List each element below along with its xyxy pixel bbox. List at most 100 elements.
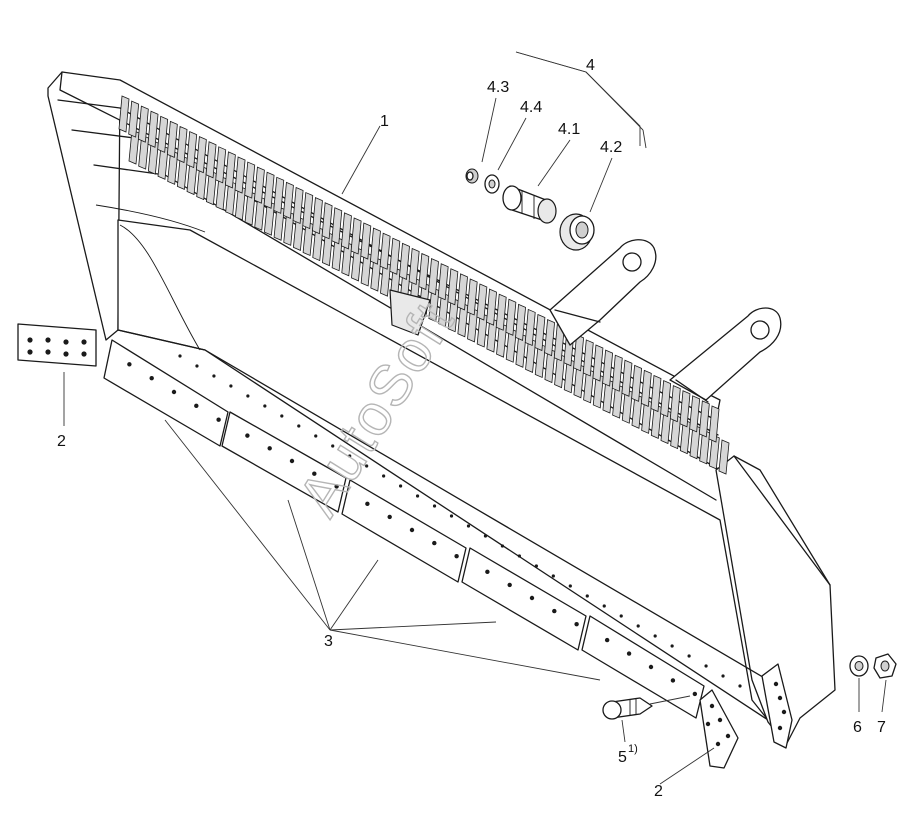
- bolt-hole: [517, 554, 521, 558]
- rib: [322, 231, 333, 267]
- bolt-hole: [382, 474, 386, 478]
- bolt-hole: [63, 351, 69, 357]
- bolt-hole: [127, 362, 132, 367]
- bolt-hole: [485, 569, 490, 575]
- rib: [554, 353, 566, 389]
- bolt-hole: [777, 725, 783, 731]
- rib: [196, 164, 208, 201]
- bolt-hole: [171, 389, 177, 395]
- rib: [524, 308, 536, 347]
- rib: [708, 434, 720, 470]
- bolt-hole: [717, 717, 723, 723]
- rib: [128, 100, 140, 138]
- rib: [234, 185, 246, 221]
- rib: [544, 347, 556, 384]
- pivot-pin: [502, 185, 557, 224]
- rib: [457, 302, 469, 338]
- rib: [331, 236, 343, 272]
- rib: [641, 398, 653, 434]
- end-bit-right-mounted: [761, 663, 793, 749]
- rib: [380, 261, 391, 297]
- bolt-hole: [27, 337, 33, 343]
- bolt-hole: [715, 741, 721, 747]
- rib: [321, 202, 333, 240]
- rib: [689, 395, 701, 433]
- rib: [215, 175, 227, 211]
- bolt-hole: [602, 604, 606, 608]
- rib: [263, 171, 275, 209]
- rib: [669, 385, 681, 423]
- rib: [360, 222, 372, 260]
- rib: [312, 225, 324, 262]
- rib: [679, 390, 691, 428]
- rib: [650, 374, 662, 413]
- rib: [708, 405, 720, 443]
- bolt-hole: [432, 504, 437, 508]
- rib: [350, 217, 362, 255]
- rib: [583, 368, 595, 404]
- rib: [602, 349, 614, 387]
- bolt-hole: [297, 424, 301, 428]
- rib: [292, 186, 304, 225]
- cutting-edge-segment: [461, 547, 587, 651]
- rib: [370, 227, 381, 265]
- bolt-hole: [399, 484, 403, 488]
- bolt-hole: [246, 394, 250, 398]
- rib: [225, 180, 237, 216]
- bolt-hole: [551, 574, 555, 578]
- rib: [167, 149, 179, 185]
- callout-2-left: 2: [57, 433, 66, 450]
- bolt-hole: [552, 608, 557, 614]
- bolt-hole: [312, 471, 317, 476]
- mounting-bracket-upper: [549, 239, 657, 346]
- rib: [466, 278, 478, 316]
- bolt-hole: [409, 527, 415, 533]
- bolt-hole: [365, 464, 369, 468]
- rib: [467, 307, 478, 343]
- rib: [611, 354, 623, 392]
- bolt-hole: [289, 458, 295, 464]
- rib: [351, 246, 362, 282]
- rib: [650, 403, 662, 440]
- rib: [612, 383, 624, 419]
- rib: [176, 125, 188, 164]
- rib: [370, 256, 382, 292]
- cutting-edge-segment: [341, 479, 467, 583]
- bolt-hole: [45, 349, 51, 355]
- rib: [534, 342, 546, 379]
- rib: [234, 156, 246, 194]
- callout-4: 4: [586, 57, 595, 74]
- rib: [621, 388, 633, 424]
- rib: [244, 190, 256, 226]
- center-push-block: [389, 289, 431, 336]
- rib: [476, 283, 488, 321]
- bolt-hole: [604, 637, 610, 643]
- rib: [389, 237, 401, 275]
- callout-3: 3: [324, 633, 333, 650]
- rib: [399, 242, 410, 280]
- bolt-hole: [245, 433, 250, 438]
- rib: [205, 141, 217, 179]
- rib: [621, 359, 633, 397]
- rib: [698, 400, 710, 438]
- rib: [679, 419, 691, 455]
- bolt-hole: [229, 384, 233, 388]
- rib: [544, 319, 555, 357]
- bolt-hole: [500, 544, 505, 548]
- rib: [137, 105, 149, 143]
- bolt-hole: [466, 524, 471, 528]
- rib: [118, 95, 130, 133]
- rib: [699, 429, 711, 465]
- rib: [244, 161, 256, 199]
- callout-4-4: 4.4: [520, 99, 542, 116]
- rib: [631, 393, 643, 429]
- bolt-hole: [687, 654, 691, 658]
- cutting-edge-segment: [581, 615, 705, 719]
- rib: [195, 136, 207, 174]
- rib: [302, 191, 314, 230]
- rib: [283, 181, 294, 219]
- rib: [592, 373, 604, 409]
- bolt-hole: [216, 417, 221, 422]
- bolt-hole: [585, 594, 589, 598]
